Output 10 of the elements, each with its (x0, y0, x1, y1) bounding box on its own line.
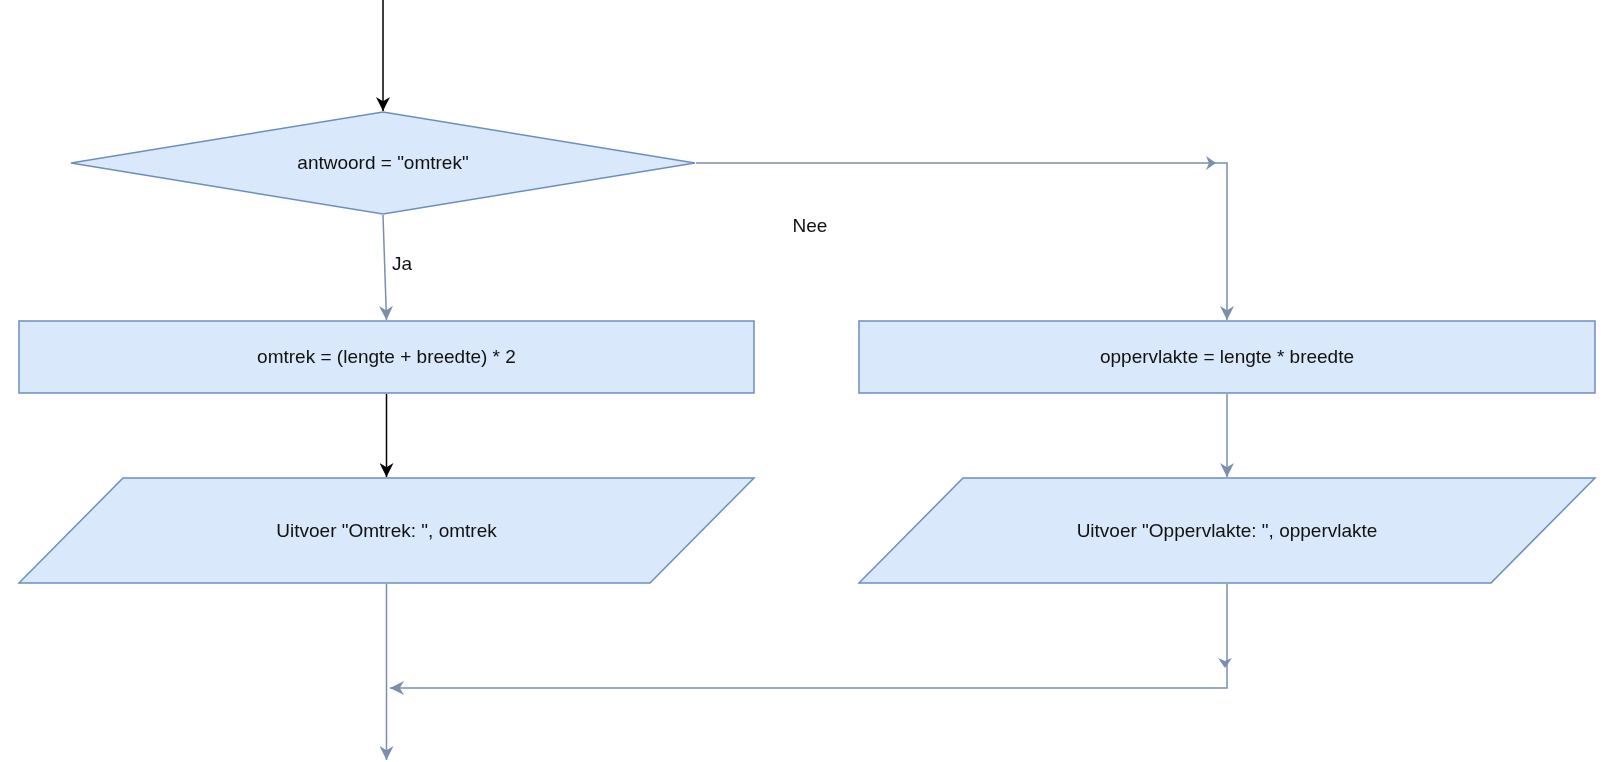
node-text: oppervlakte = lengte * breedte (1099, 346, 1354, 368)
output-parallelogram (858, 477, 1596, 584)
node-text: omtrek = (lengte + breedte) * 2 (257, 346, 516, 368)
process-box (18, 320, 755, 394)
node-text: antwoord = "omtrek" (297, 152, 469, 174)
decision-diamond (70, 111, 696, 215)
output-parallelogram (18, 477, 755, 584)
node-text: Uitvoer "Omtrek: ", omtrek (276, 519, 497, 542)
node-text: Uitvoer "Oppervlakte: ", oppervlakte (1076, 519, 1378, 542)
process-box (858, 320, 1596, 394)
